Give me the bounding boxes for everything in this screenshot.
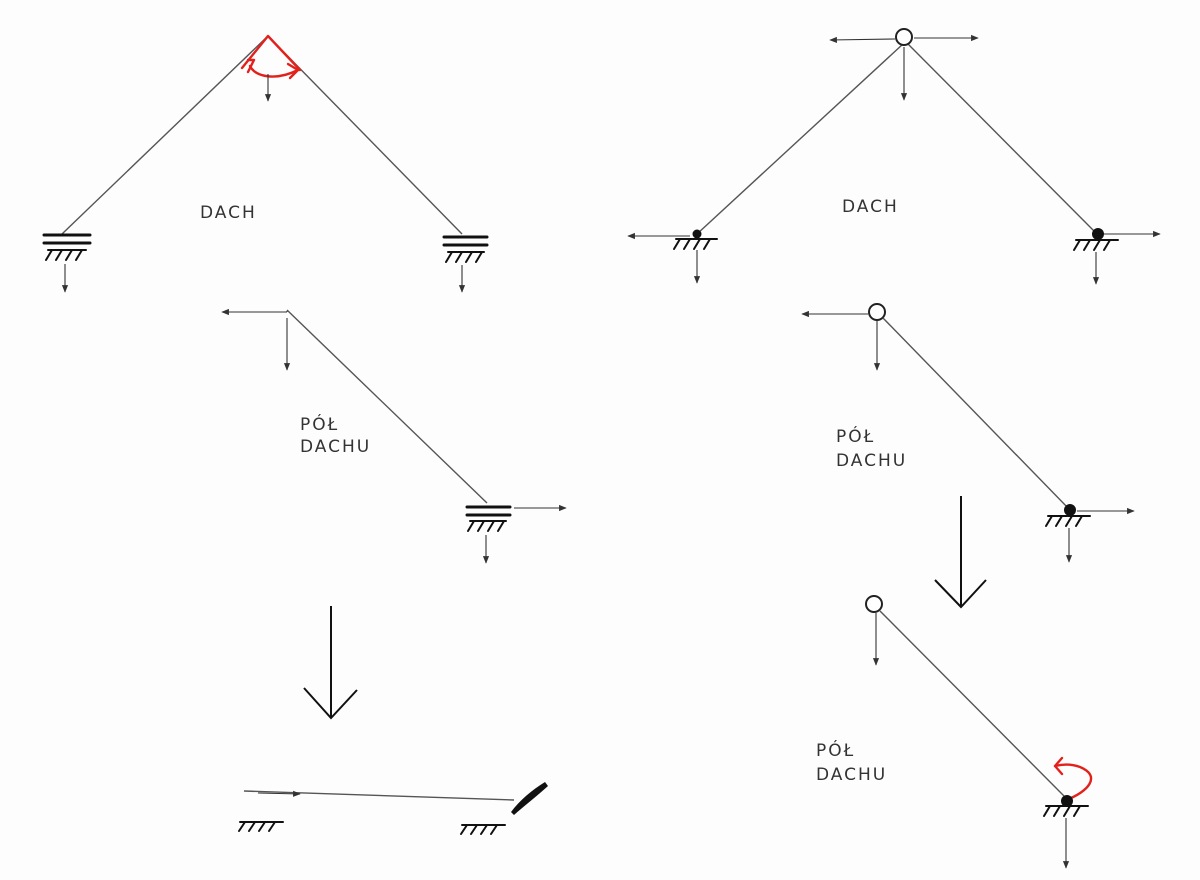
top-hinge bbox=[865, 595, 883, 613]
pinned-support bbox=[1043, 795, 1089, 817]
half-roof-right: PÓŁ DACHU bbox=[801, 303, 1135, 563]
half-rafter bbox=[879, 610, 1067, 799]
fixed-support-right bbox=[442, 235, 489, 263]
right-rafter bbox=[907, 43, 1098, 235]
half-rafter bbox=[882, 317, 1071, 511]
half-bottom-label-2: DACHU bbox=[816, 765, 887, 785]
left-rafter bbox=[61, 35, 269, 235]
roof-left-frame: DACH bbox=[42, 34, 489, 293]
half-right-label-2: DACHU bbox=[836, 451, 907, 471]
transform-arrow-right bbox=[934, 496, 987, 609]
left-rafter bbox=[696, 43, 904, 235]
pinned-support-right bbox=[1073, 228, 1119, 251]
rigid-joint-mark bbox=[240, 34, 302, 80]
roof-left-label: DACH bbox=[200, 203, 257, 223]
clamp-mark bbox=[511, 782, 548, 815]
half-rafter bbox=[286, 309, 488, 504]
transform-arrow-left bbox=[303, 606, 358, 720]
pinned-support-left bbox=[673, 229, 718, 250]
fixed-support bbox=[465, 505, 512, 532]
apex-left-force-arrow bbox=[829, 36, 896, 43]
moment-arrow bbox=[1053, 756, 1093, 802]
ground-right bbox=[460, 824, 506, 835]
roof-right-label: DACH bbox=[842, 197, 899, 217]
half-left-label-2: DACHU bbox=[300, 437, 371, 457]
fixed-support-left bbox=[42, 233, 92, 261]
half-roof-left: PÓŁ DACHU bbox=[221, 308, 567, 564]
beam-direction-arrow bbox=[257, 790, 301, 797]
roof-right-frame: DACH bbox=[627, 28, 1161, 285]
flattened-beam bbox=[238, 782, 548, 835]
pinned-support bbox=[1045, 504, 1091, 527]
half-left-label-1: PÓŁ bbox=[300, 413, 339, 435]
beam-member bbox=[243, 790, 515, 801]
top-hinge bbox=[868, 303, 886, 321]
half-roof-bottom: PÓŁ DACHU bbox=[816, 595, 1093, 869]
half-bottom-label-1: PÓŁ bbox=[816, 739, 855, 761]
apex-hinge bbox=[895, 28, 913, 46]
ground-left bbox=[238, 821, 284, 832]
half-right-label-1: PÓŁ bbox=[836, 425, 875, 447]
